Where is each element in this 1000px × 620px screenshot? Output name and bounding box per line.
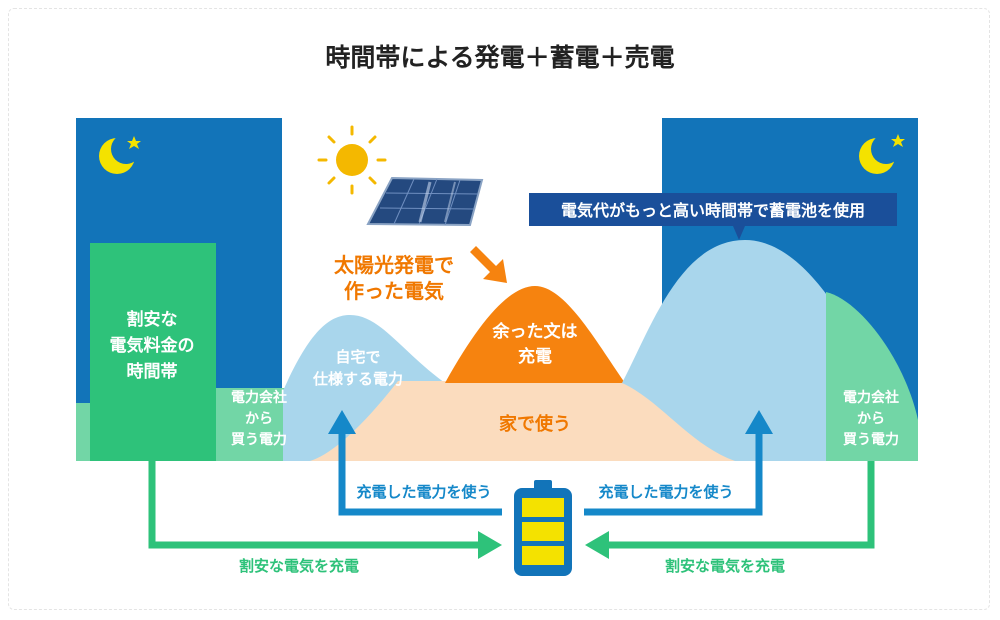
charge-cheap-arrow-left [148,461,502,559]
use-charged-label-right: 充電した電力を使う [598,483,733,501]
crescent-moon-icon [859,134,905,174]
cheap-rate-label-2: 電気料金の [110,335,195,356]
solar-arrow [470,246,507,283]
buy-strip-left-edge [76,403,90,461]
diagram-title: 時間帯による発電＋蓄電＋売電 [325,43,674,72]
buy-left-label-1: 電力会社 [231,389,287,406]
home-use-label: 家で使う [499,413,571,435]
surplus-area [445,286,625,383]
surplus-label-1: 余った文は [492,321,578,342]
crescent-moon-icon [99,134,141,174]
self-use-label-1: 自宅で [335,348,380,366]
cheap-rate-label-1: 割安な [127,309,178,330]
charge-cheap-label-right: 割安な電気を充電 [665,557,785,575]
buy-left-label-3: 買う電力 [231,431,287,448]
battery-icon [514,480,572,576]
charge-cheap-label-left: 割安な電気を充電 [239,557,359,575]
buy-right-label-3: 買う電力 [843,431,899,448]
self-use-label-2: 仕様する電力 [312,370,403,388]
use-charged-arrow-right [584,410,773,516]
surplus-label-2: 充電 [518,346,552,367]
solar-label-2: 作った電気 [344,279,444,303]
cheap-rate-block [90,243,216,461]
sun-icon [317,125,387,195]
charge-cheap-arrow-right [585,461,875,559]
buy-left-label-2: から [245,411,273,427]
battery-use-callout: 電気代がもっと高い時間帯で蓄電池を使用 [529,193,897,240]
buy-right-label-2: から [857,411,885,427]
solar-panel-icon [366,176,484,227]
solar-label-1: 太陽光発電で [334,253,454,277]
buy-power-right-block [826,292,918,461]
diagram-frame [8,8,990,610]
callout-text: 電気代がもっと高い時間帯で蓄電池を使用 [561,201,865,220]
home-use-area [310,381,745,461]
use-charged-arrow-left [328,410,502,516]
use-charged-label-left: 充電した電力を使う [356,483,491,501]
cheap-rate-label-3: 時間帯 [127,361,178,382]
buy-right-label-1: 電力会社 [843,389,899,406]
